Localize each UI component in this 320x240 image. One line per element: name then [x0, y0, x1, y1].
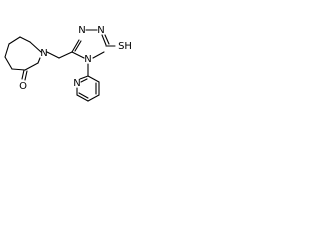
bond [87, 94, 100, 102]
bond [87, 75, 100, 83]
bond [71, 51, 85, 59]
chemical-structure: N O N N N SH N [4, 25, 132, 102]
bond [11, 68, 26, 71]
bond [79, 75, 89, 80]
triazole-ring [71, 29, 110, 59]
thiol-label: SH [118, 41, 132, 52]
bond [4, 56, 13, 70]
bond [80, 78, 88, 83]
azepanone-ring [4, 36, 42, 81]
amide-nitrogen-label: N [40, 48, 47, 59]
bond [74, 40, 82, 52]
pyridine-ring [76, 75, 100, 102]
carbonyl-bond [24, 70, 28, 81]
bond [8, 36, 21, 45]
bond [101, 34, 107, 46]
triazole-n1-label: N [78, 25, 85, 36]
bond [71, 39, 80, 53]
pyridine-nitrogen-label: N [73, 78, 80, 89]
methylene-bond [58, 51, 73, 59]
triazole-n4-label: N [84, 54, 91, 65]
bond [76, 94, 89, 102]
methylene-bond [46, 51, 60, 59]
triazole-n2-label: N [97, 25, 104, 36]
bond [104, 34, 110, 45]
bond [78, 92, 89, 99]
bond [37, 57, 41, 64]
bond [92, 51, 105, 59]
carbonyl-bond [21, 69, 25, 80]
bond [29, 41, 42, 53]
bond [4, 43, 10, 58]
bond [19, 36, 31, 43]
carbonyl-oxygen-label: O [19, 81, 27, 92]
bond [24, 62, 39, 71]
